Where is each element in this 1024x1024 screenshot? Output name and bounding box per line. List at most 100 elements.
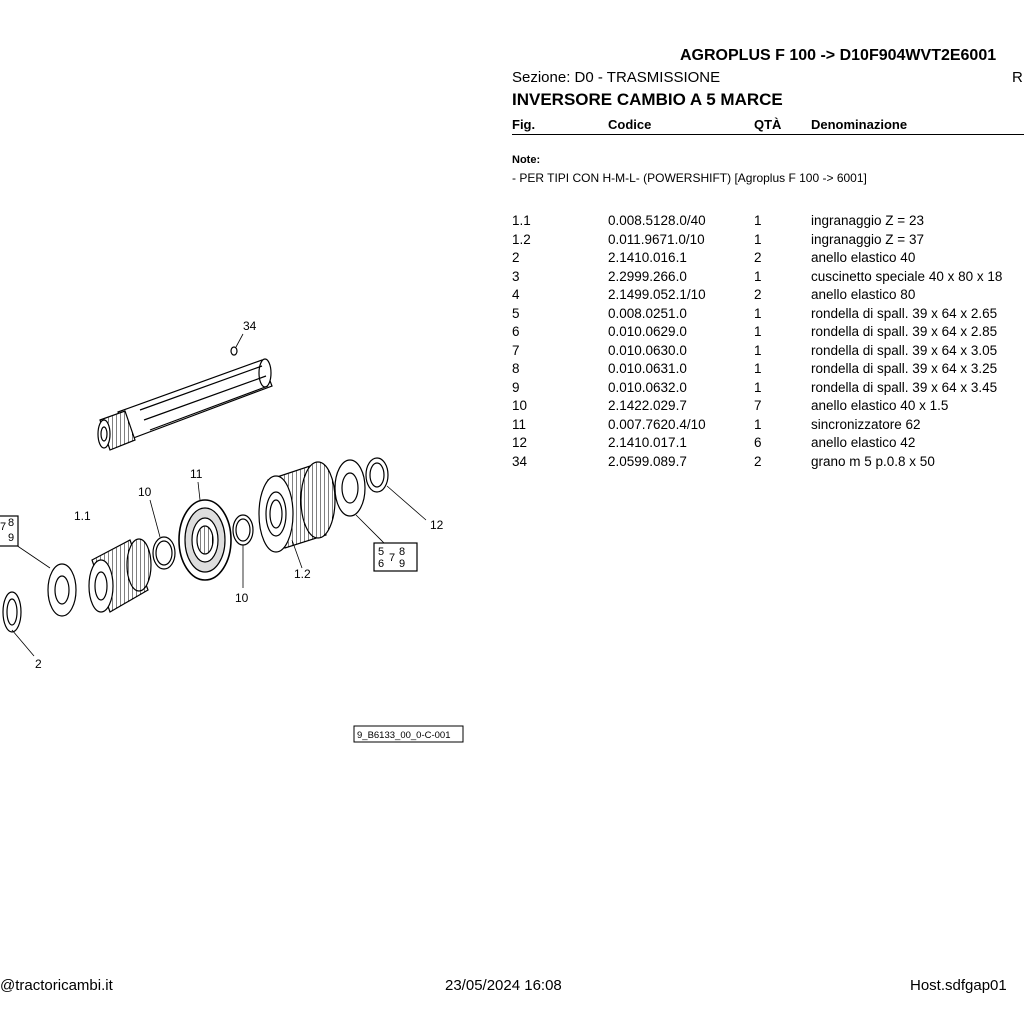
washer-ref-box-right: 5 7 8 6 9 [373, 542, 418, 572]
cell-code: 0.010.0629.0 [608, 324, 687, 339]
callout-1-1: 1.1 [74, 509, 91, 523]
cell-fig: 11 [512, 416, 527, 432]
cell-desc: grano m 5 p.0.8 x 50 [811, 453, 935, 469]
cell-desc: anello elastico 80 [811, 287, 916, 302]
cell-qty: 7 [754, 398, 762, 413]
snap-ring-10-left [149, 499, 176, 570]
callout-1-2: 1.2 [294, 567, 311, 581]
cell-qty: 1 [754, 213, 762, 228]
shaft-drawing [97, 358, 273, 451]
callout-10-top: 10 [138, 485, 152, 499]
col-header-code: Codice [608, 117, 652, 132]
revision-letter: R [1012, 69, 1023, 86]
cell-code: 2.1410.017.1 [608, 435, 687, 450]
cell-code: 2.2999.266.0 [608, 268, 687, 284]
washer-ref-box-left: 7 8 9 [0, 515, 19, 547]
cell-qty: 2 [754, 453, 762, 469]
cell-desc: ingranaggio Z = 37 [811, 231, 924, 247]
col-header-qty: QTÀ [754, 117, 782, 132]
cell-code: 2.1422.029.7 [608, 398, 687, 413]
cell-qty: 1 [754, 342, 762, 358]
cell-code: 2.1410.016.1 [608, 250, 687, 265]
cell-qty: 1 [754, 361, 762, 376]
cell-qty: 2 [754, 250, 762, 265]
cell-qty: 2 [754, 287, 762, 302]
cell-desc: rondella di spall. 39 x 64 x 2.85 [811, 324, 998, 339]
cell-fig: 6 [512, 324, 520, 339]
box-left-8: 8 [8, 517, 14, 529]
cell-desc: sincronizzatore 62 [811, 416, 921, 432]
footer-datetime: 23/05/2024 16:08 [445, 977, 562, 994]
table-row[interactable]: 11 0.007.7620.4/10 1 sincronizzatore 62 [0, 416, 1024, 435]
cell-code: 0.010.0631.0 [608, 361, 687, 376]
note-text: - PER TIPI CON H-M-L- (POWERSHIFT) [Agro… [512, 171, 867, 185]
cell-desc: anello elastico 40 [811, 250, 916, 265]
cell-desc: ingranaggio Z = 23 [811, 213, 924, 228]
callout-11: 11 [190, 467, 203, 481]
gear-1-2-drawing [258, 461, 336, 569]
drawing-code-text: 9_B6133_00_0-C-001 [357, 730, 451, 741]
cell-desc: anello elastico 42 [811, 435, 916, 450]
cell-fig: 10 [512, 398, 528, 413]
note-label: Note: [512, 154, 541, 166]
cell-desc: anello elastico 40 x 1.5 [811, 398, 949, 413]
cell-fig: 8 [512, 361, 520, 376]
box-left-7: 7 [0, 521, 6, 533]
cell-qty: 1 [754, 416, 762, 432]
cell-fig: 7 [512, 342, 520, 358]
cell-code: 2.0599.089.7 [608, 453, 687, 469]
cell-fig: 12 [512, 435, 528, 450]
cell-qty: 1 [754, 305, 762, 321]
footer-host: Host.sdfgap01 [910, 977, 1007, 994]
table-row[interactable]: 10 2.1422.029.7 7 anello elastico 40 x 1.5 [0, 397, 1024, 416]
model-title: AGROPLUS F 100 -> D10F904WVT2E6001 [680, 47, 997, 64]
synchronizer-11-drawing [178, 481, 232, 581]
box-right-7: 7 [389, 552, 395, 564]
cell-qty: 1 [754, 379, 762, 395]
callout-12: 12 [430, 518, 444, 532]
cell-code: 2.1499.052.1/10 [608, 287, 706, 302]
snap-ring-2 [2, 591, 35, 657]
callout-34: 34 [243, 319, 257, 333]
section-label: Sezione: D0 - TRASMISSIONE [512, 69, 721, 86]
header-rule [512, 134, 1024, 135]
cell-code: 0.008.5128.0/40 [608, 213, 706, 228]
table-row[interactable]: 2 2.1410.016.1 2 anello elastico 40 [0, 249, 1024, 268]
thrust-washer-right [334, 459, 385, 544]
box-right-8: 8 [399, 546, 405, 558]
box-right-6: 6 [378, 558, 384, 570]
cell-fig: 3 [512, 268, 520, 284]
snap-ring-10-right [232, 514, 254, 588]
cell-fig: 1.2 [512, 231, 531, 247]
cell-code: 0.011.9671.0/10 [608, 231, 705, 247]
cell-code: 0.010.0630.0 [608, 342, 687, 358]
exploded-parts-diagram: 34 11 10 1.1 12 1.2 10 2 7 8 9 5 7 8 6 9… [0, 319, 464, 743]
callout-10-bottom: 10 [235, 591, 249, 605]
drawing-code-label: 9_B6133_00_0-C-001 [353, 725, 464, 743]
table-row[interactable]: 1.2 0.011.9671.0/10 1 ingranaggio Z = 37 [0, 231, 1024, 250]
cell-fig: 2 [512, 250, 520, 265]
thrust-washer-left [15, 544, 77, 617]
cell-qty: 1 [754, 231, 762, 247]
box-right-9: 9 [399, 558, 405, 570]
box-right-5: 5 [378, 546, 384, 558]
cell-code: 0.007.7620.4/10 [608, 416, 706, 432]
set-screw-34 [230, 333, 244, 356]
cell-fig: 9 [512, 379, 520, 395]
snap-ring-12 [365, 457, 427, 521]
group-title: INVERSORE CAMBIO A 5 MARCE [512, 90, 783, 109]
cell-code: 0.008.0251.0 [608, 305, 687, 321]
box-left-9: 9 [8, 532, 14, 544]
callout-2: 2 [35, 657, 42, 671]
